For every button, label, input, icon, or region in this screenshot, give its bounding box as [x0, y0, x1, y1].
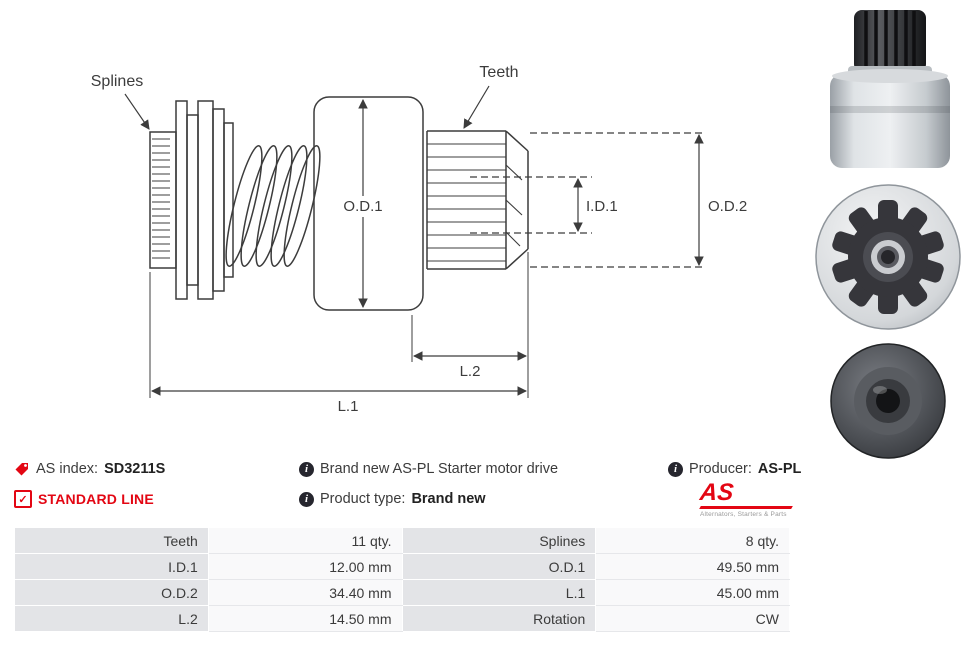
as-index: AS index: SD3211S: [14, 459, 165, 479]
spec-label: I.D.1: [14, 553, 209, 580]
spec-value: 12.00 mm: [207, 553, 403, 580]
aspl-logo-underline: [699, 506, 793, 509]
product-description: i Brand new AS-PL Starter motor drive: [299, 459, 558, 479]
teeth-label: Teeth: [479, 64, 518, 81]
product-type: i Product type: Brand new: [299, 489, 486, 509]
product-photo-front[interactable]: [808, 180, 968, 334]
aspl-logo: AS Alternators, Starters & Parts: [698, 479, 796, 518]
product-type-value: Brand new: [411, 491, 486, 507]
spec-row: L.2 14.50 mm Rotation CW: [14, 605, 790, 632]
specs-table: Teeth 11 qty. Splines 8 qty. I.D.1 12.00…: [14, 527, 790, 632]
info-icon: i: [299, 491, 314, 507]
spec-label: L.1: [401, 579, 597, 606]
standard-line-label: STANDARD LINE: [38, 491, 154, 507]
checkbox-icon: ✓: [14, 490, 32, 508]
producer: i Producer: AS-PL: [668, 459, 801, 479]
splines-label: Splines: [91, 73, 143, 90]
spec-row: I.D.1 12.00 mm O.D.1 49.50 mm: [14, 553, 790, 580]
spec-value: 11 qty.: [207, 527, 403, 554]
spec-value: 49.50 mm: [595, 553, 790, 580]
aspl-logo-text: AS: [698, 479, 735, 506]
spec-label: Splines: [401, 527, 597, 554]
spec-label: L.2: [14, 605, 209, 632]
description-text: Brand new AS-PL Starter motor drive: [320, 461, 559, 477]
product-photo-back[interactable]: [808, 340, 968, 462]
spec-row: O.D.2 34.40 mm L.1 45.00 mm: [14, 579, 790, 606]
spec-value: 45.00 mm: [595, 579, 790, 606]
producer-value: AS-PL: [757, 461, 802, 477]
standard-line: ✓ STANDARD LINE: [14, 489, 154, 509]
drive-outline: [149, 96, 529, 311]
spec-value: 34.40 mm: [207, 579, 403, 606]
l2-label: L.2: [460, 363, 481, 380]
spec-value: 8 qty.: [595, 527, 790, 554]
producer-label: Producer:: [689, 461, 752, 477]
product-type-label: Product type:: [320, 491, 406, 507]
spec-label: O.D.1: [401, 553, 597, 580]
dashed-reference-lines: [470, 132, 706, 268]
l1-label: L.1: [338, 398, 359, 415]
info-icon: i: [299, 461, 314, 477]
aspl-logo-subtext: Alternators, Starters & Parts: [700, 511, 787, 518]
od2-label: O.D.2: [708, 198, 747, 215]
tag-icon: [15, 463, 28, 476]
od1-label-bg: [340, 196, 386, 217]
spec-value: 14.50 mm: [207, 605, 403, 632]
product-photo-side[interactable]: [808, 6, 968, 174]
id1-label: I.D.1: [586, 198, 618, 215]
as-index-label: AS index:: [36, 461, 99, 477]
info-icon: i: [668, 461, 683, 477]
spec-label: Teeth: [14, 527, 209, 554]
spec-label: O.D.2: [14, 579, 209, 606]
spec-row: Teeth 11 qty. Splines 8 qty.: [14, 527, 790, 554]
od1-label: O.D.1: [343, 198, 382, 215]
spec-value: CW: [595, 605, 790, 632]
as-index-value: SD3211S: [104, 461, 166, 477]
spec-label: Rotation: [401, 605, 597, 632]
technical-diagram: Splines Teeth O.D.1 I.D.1 O.D.2 L.2 L.1: [91, 64, 747, 415]
